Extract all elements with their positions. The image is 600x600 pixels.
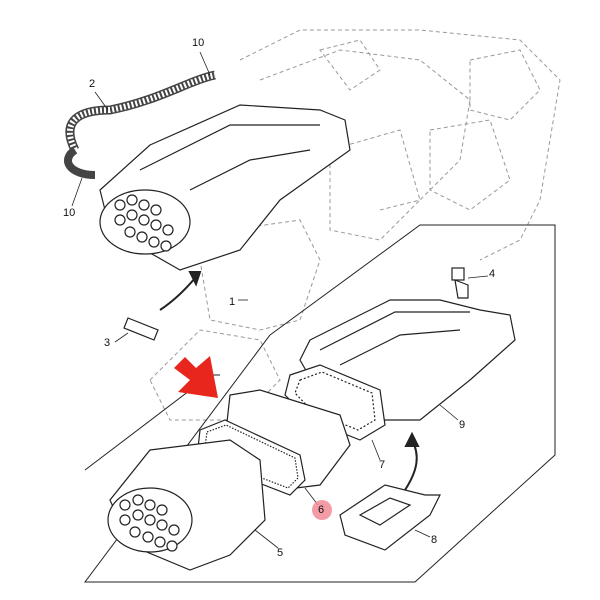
callout-8[interactable]: 8: [431, 534, 438, 546]
part-8-clip: [339, 484, 441, 551]
part-5-housing-bottom: [107, 439, 266, 571]
callout-10-top[interactable]: 10: [192, 37, 205, 49]
callout-6[interactable]: 6: [318, 504, 325, 516]
callout-1[interactable]: 1: [229, 296, 236, 308]
direction-arrows: [159, 271, 420, 491]
callout-9[interactable]: 9: [459, 419, 466, 431]
part-7-filter: [284, 364, 386, 441]
engine-background: [149, 29, 561, 421]
callout-2[interactable]: 2: [89, 78, 96, 90]
callout-10-bottom[interactable]: 10: [63, 207, 76, 219]
part-4-sensor: [451, 267, 469, 299]
callout-4[interactable]: 4: [489, 268, 496, 280]
part-3-pin: [123, 317, 159, 341]
highlight-marker: [312, 500, 332, 520]
leader-lines: [71, 51, 489, 549]
red-arrow-icon: [174, 356, 218, 398]
filter-housing-installed: [64, 70, 351, 271]
callout-7[interactable]: 7: [379, 459, 386, 471]
callout-5[interactable]: 5: [277, 547, 284, 559]
callout-3[interactable]: 3: [104, 337, 111, 349]
